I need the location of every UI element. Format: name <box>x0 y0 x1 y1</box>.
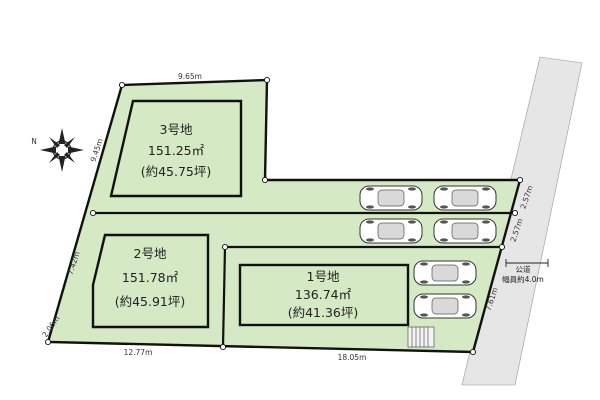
compass-north-label: N <box>31 137 37 146</box>
lot1-area-label: 136.74㎡ <box>295 287 352 302</box>
lot1-name-label: 1号地 <box>307 269 340 284</box>
survey-point <box>118 81 126 89</box>
survey-point <box>498 243 506 251</box>
road-width-marker <box>505 259 549 267</box>
lot3-area-label: 151.25㎡ <box>148 143 205 158</box>
road-width-label: 幅員約4.0m <box>502 274 544 284</box>
parked-car <box>359 185 423 211</box>
lot3-name-label: 3号地 <box>160 122 193 137</box>
dimension-bottom-left: 12.77m <box>124 348 153 357</box>
entrance-steps <box>407 326 435 348</box>
lot2-name-label: 2号地 <box>134 246 167 261</box>
survey-point <box>263 76 271 84</box>
survey-point <box>221 243 229 251</box>
lot2-tsubo-label: (約45.91坪) <box>115 294 186 309</box>
survey-point <box>44 338 52 346</box>
lot3-building <box>109 99 243 198</box>
survey-point <box>219 343 227 351</box>
parked-car <box>359 218 423 244</box>
lot3-tsubo-label: (約45.75坪) <box>141 164 212 179</box>
compass-icon <box>40 128 84 172</box>
lot1-tsubo-label: (約41.36坪) <box>288 305 359 320</box>
parked-car <box>413 293 477 319</box>
survey-point <box>511 209 519 217</box>
survey-points <box>44 76 524 356</box>
dimension-bottom-right: 18.05m <box>338 353 367 362</box>
lot1-building <box>238 263 410 327</box>
parked-car <box>433 218 497 244</box>
road-label: 公道 <box>516 264 531 274</box>
survey-point <box>469 348 477 356</box>
survey-point <box>89 209 97 217</box>
dimension-top: 9.65m <box>178 72 202 81</box>
lot2-building <box>91 233 210 329</box>
parked-car <box>413 260 477 286</box>
parked-car <box>433 185 497 211</box>
lot2-area-label: 151.78㎡ <box>122 270 179 285</box>
parking-cars <box>359 185 497 319</box>
survey-point <box>516 176 524 184</box>
survey-point <box>261 176 269 184</box>
